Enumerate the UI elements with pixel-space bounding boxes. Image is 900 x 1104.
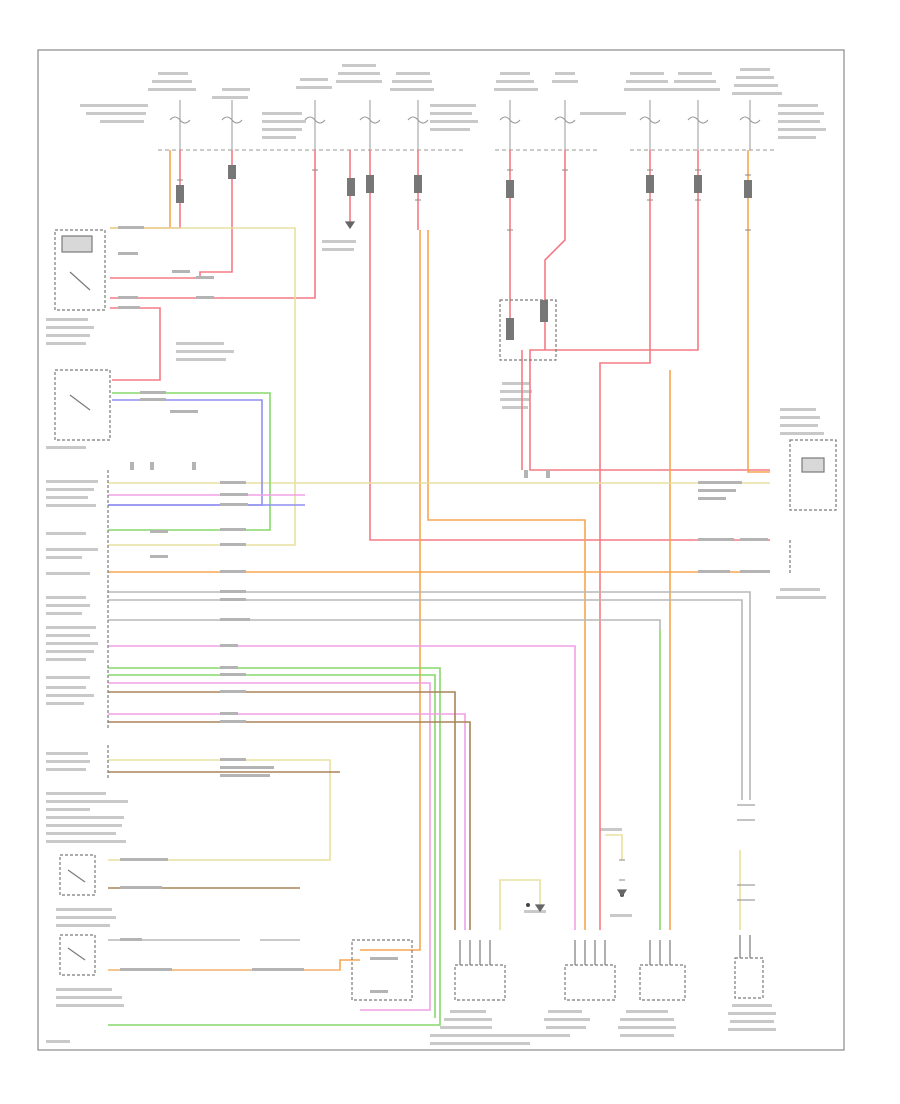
blue-wires (108, 399, 305, 506)
fuse-1 (169, 100, 191, 150)
evaporator-sensor (564, 940, 616, 1001)
top-fuses (169, 100, 761, 150)
pressure-transducer (639, 940, 686, 1001)
fuse-9 (687, 100, 709, 150)
wire-labels (118, 226, 770, 993)
fuse-3 (304, 100, 326, 150)
components (54, 221, 837, 1001)
orange-wires (108, 150, 770, 971)
middle-relay (499, 299, 557, 361)
blower-switch (59, 854, 96, 896)
fuse-4 (359, 100, 381, 150)
green-wires (108, 392, 661, 1026)
wires (108, 150, 770, 1026)
fuse-5 (407, 100, 429, 150)
fuse-6 (499, 100, 521, 150)
right-sensor-upper (789, 439, 837, 511)
compressor-clutch (734, 935, 764, 999)
ambient-sensor (59, 934, 96, 976)
fuse-2 (221, 100, 243, 150)
splice-points (348, 223, 624, 907)
connector-ticks (177, 169, 755, 901)
diagram-border (37, 49, 845, 1051)
electric-fan (54, 369, 111, 441)
yellow-wires (108, 227, 770, 930)
ground-symbols (344, 221, 628, 913)
fuse-7 (554, 100, 576, 150)
wire-code-marks (176, 165, 752, 340)
fuse-10 (739, 100, 761, 150)
blower-motor (454, 940, 506, 1001)
blower-resistor (351, 939, 413, 1001)
fan-relay (54, 229, 106, 311)
illegible-label-blocks (46, 64, 826, 1045)
fuse-8 (639, 100, 661, 150)
brown-wires (108, 691, 471, 930)
